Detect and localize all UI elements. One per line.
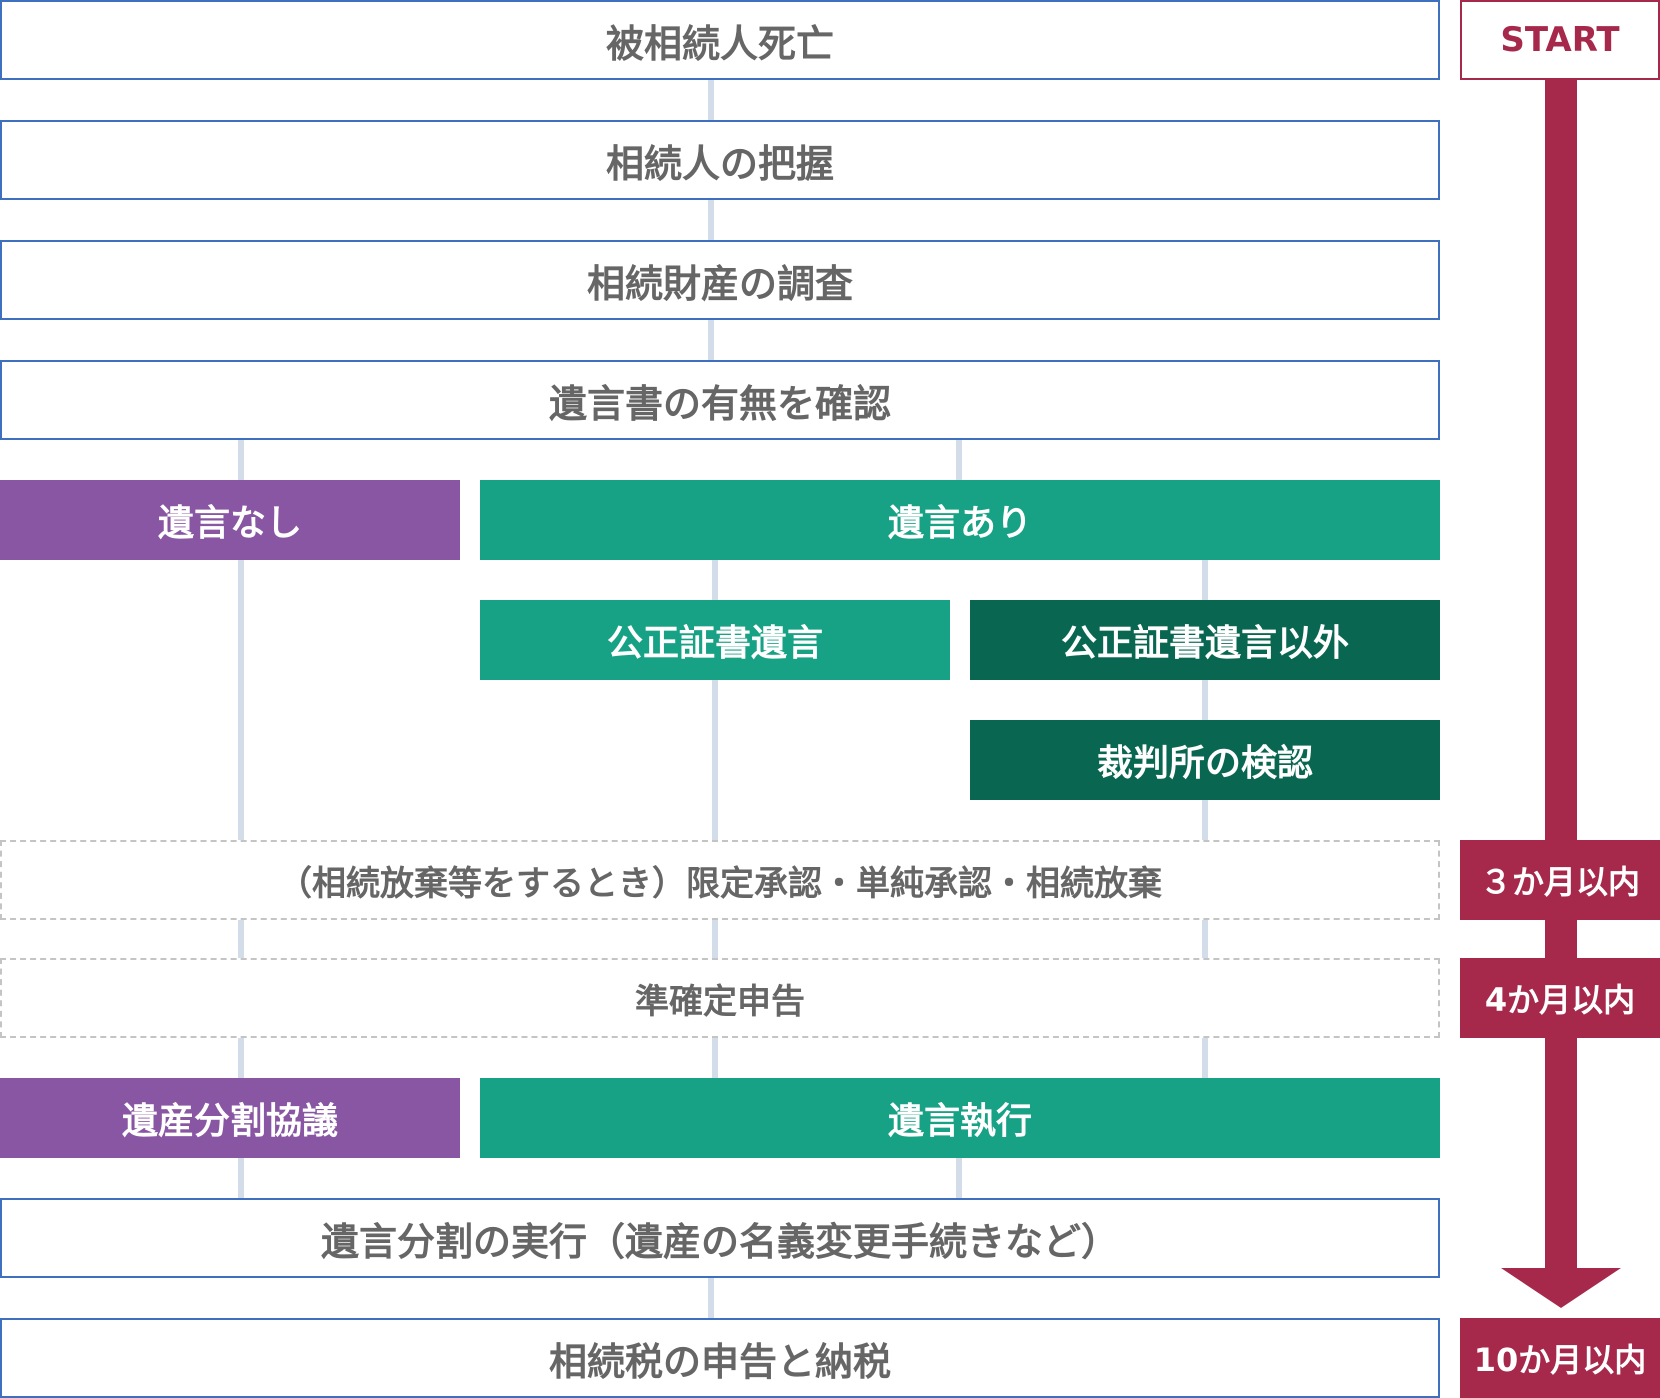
deadline-10-months: 10か月以内 — [1460, 1318, 1660, 1398]
step-division-exec: 遺言分割の実行（遺産の名義変更手続きなど） — [0, 1198, 1440, 1278]
step-assets-label: 相続財産の調査 — [586, 261, 853, 306]
step-death: 被相続人死亡 — [0, 0, 1440, 80]
step-will-check-label: 遺言書の有無を確認 — [548, 381, 891, 426]
connector-main-1 — [708, 78, 714, 120]
step-death-label: 被相続人死亡 — [605, 21, 834, 66]
timeline-start: START — [1460, 0, 1660, 80]
other-will: 公正証書遺言以外 — [970, 600, 1440, 680]
step-tax-return: 相続税の申告と納税 — [0, 1318, 1440, 1398]
deadline-3-months: ３か月以内 — [1460, 840, 1660, 920]
step-heirs: 相続人の把握 — [0, 120, 1440, 200]
step-quasi-return-label: 準確定申告 — [635, 981, 805, 1022]
connector-main-2 — [708, 198, 714, 240]
connector-execution — [956, 1158, 962, 1200]
deadline-10-months-label: 10か月以内 — [1473, 1341, 1647, 1379]
connector-will-split — [956, 438, 962, 480]
notarial-will: 公正証書遺言 — [480, 600, 950, 680]
step-assets: 相続財産の調査 — [0, 240, 1440, 320]
connector-notarial — [712, 558, 718, 1080]
step-will-check: 遺言書の有無を確認 — [0, 360, 1440, 440]
timeline-arrow-head-icon — [1501, 1268, 1621, 1308]
court-probate-label: 裁判所の検認 — [1096, 743, 1313, 784]
division-talk: 遺産分割協議 — [0, 1078, 460, 1158]
will-execution: 遺言執行 — [480, 1078, 1440, 1158]
division-talk-label: 遺産分割協議 — [121, 1101, 338, 1142]
timeline-start-label: START — [1500, 20, 1620, 60]
court-probate: 裁判所の検認 — [970, 720, 1440, 800]
deadline-3-months-label: ３か月以内 — [1479, 863, 1640, 901]
deadline-4-months: 4か月以内 — [1460, 958, 1660, 1038]
branch-no-will: 遺言なし — [0, 480, 460, 560]
notarial-will-label: 公正証書遺言 — [606, 623, 823, 664]
connector-left — [238, 438, 244, 1200]
branch-with-will: 遺言あり — [480, 480, 1440, 560]
step-acceptance: （相続放棄等をするとき）限定承認・単純承認・相続放棄 — [0, 840, 1440, 920]
step-division-exec-label: 遺言分割の実行（遺産の名義変更手続きなど） — [320, 1219, 1119, 1264]
timeline-arrow-shaft — [1545, 80, 1577, 1270]
other-will-label: 公正証書遺言以外 — [1060, 623, 1349, 664]
step-heirs-label: 相続人の把握 — [605, 141, 834, 186]
will-execution-label: 遺言執行 — [887, 1101, 1032, 1142]
branch-no-will-label: 遺言なし — [157, 503, 302, 544]
connector-main-4 — [708, 1278, 714, 1320]
step-acceptance-label: （相続放棄等をするとき）限定承認・単純承認・相続放棄 — [278, 863, 1162, 904]
step-tax-return-label: 相続税の申告と納税 — [548, 1339, 891, 1384]
connector-main-3 — [708, 318, 714, 360]
deadline-4-months-label: 4か月以内 — [1484, 981, 1636, 1019]
connector-other — [1202, 558, 1208, 1080]
branch-with-will-label: 遺言あり — [887, 503, 1032, 544]
step-quasi-return: 準確定申告 — [0, 958, 1440, 1038]
